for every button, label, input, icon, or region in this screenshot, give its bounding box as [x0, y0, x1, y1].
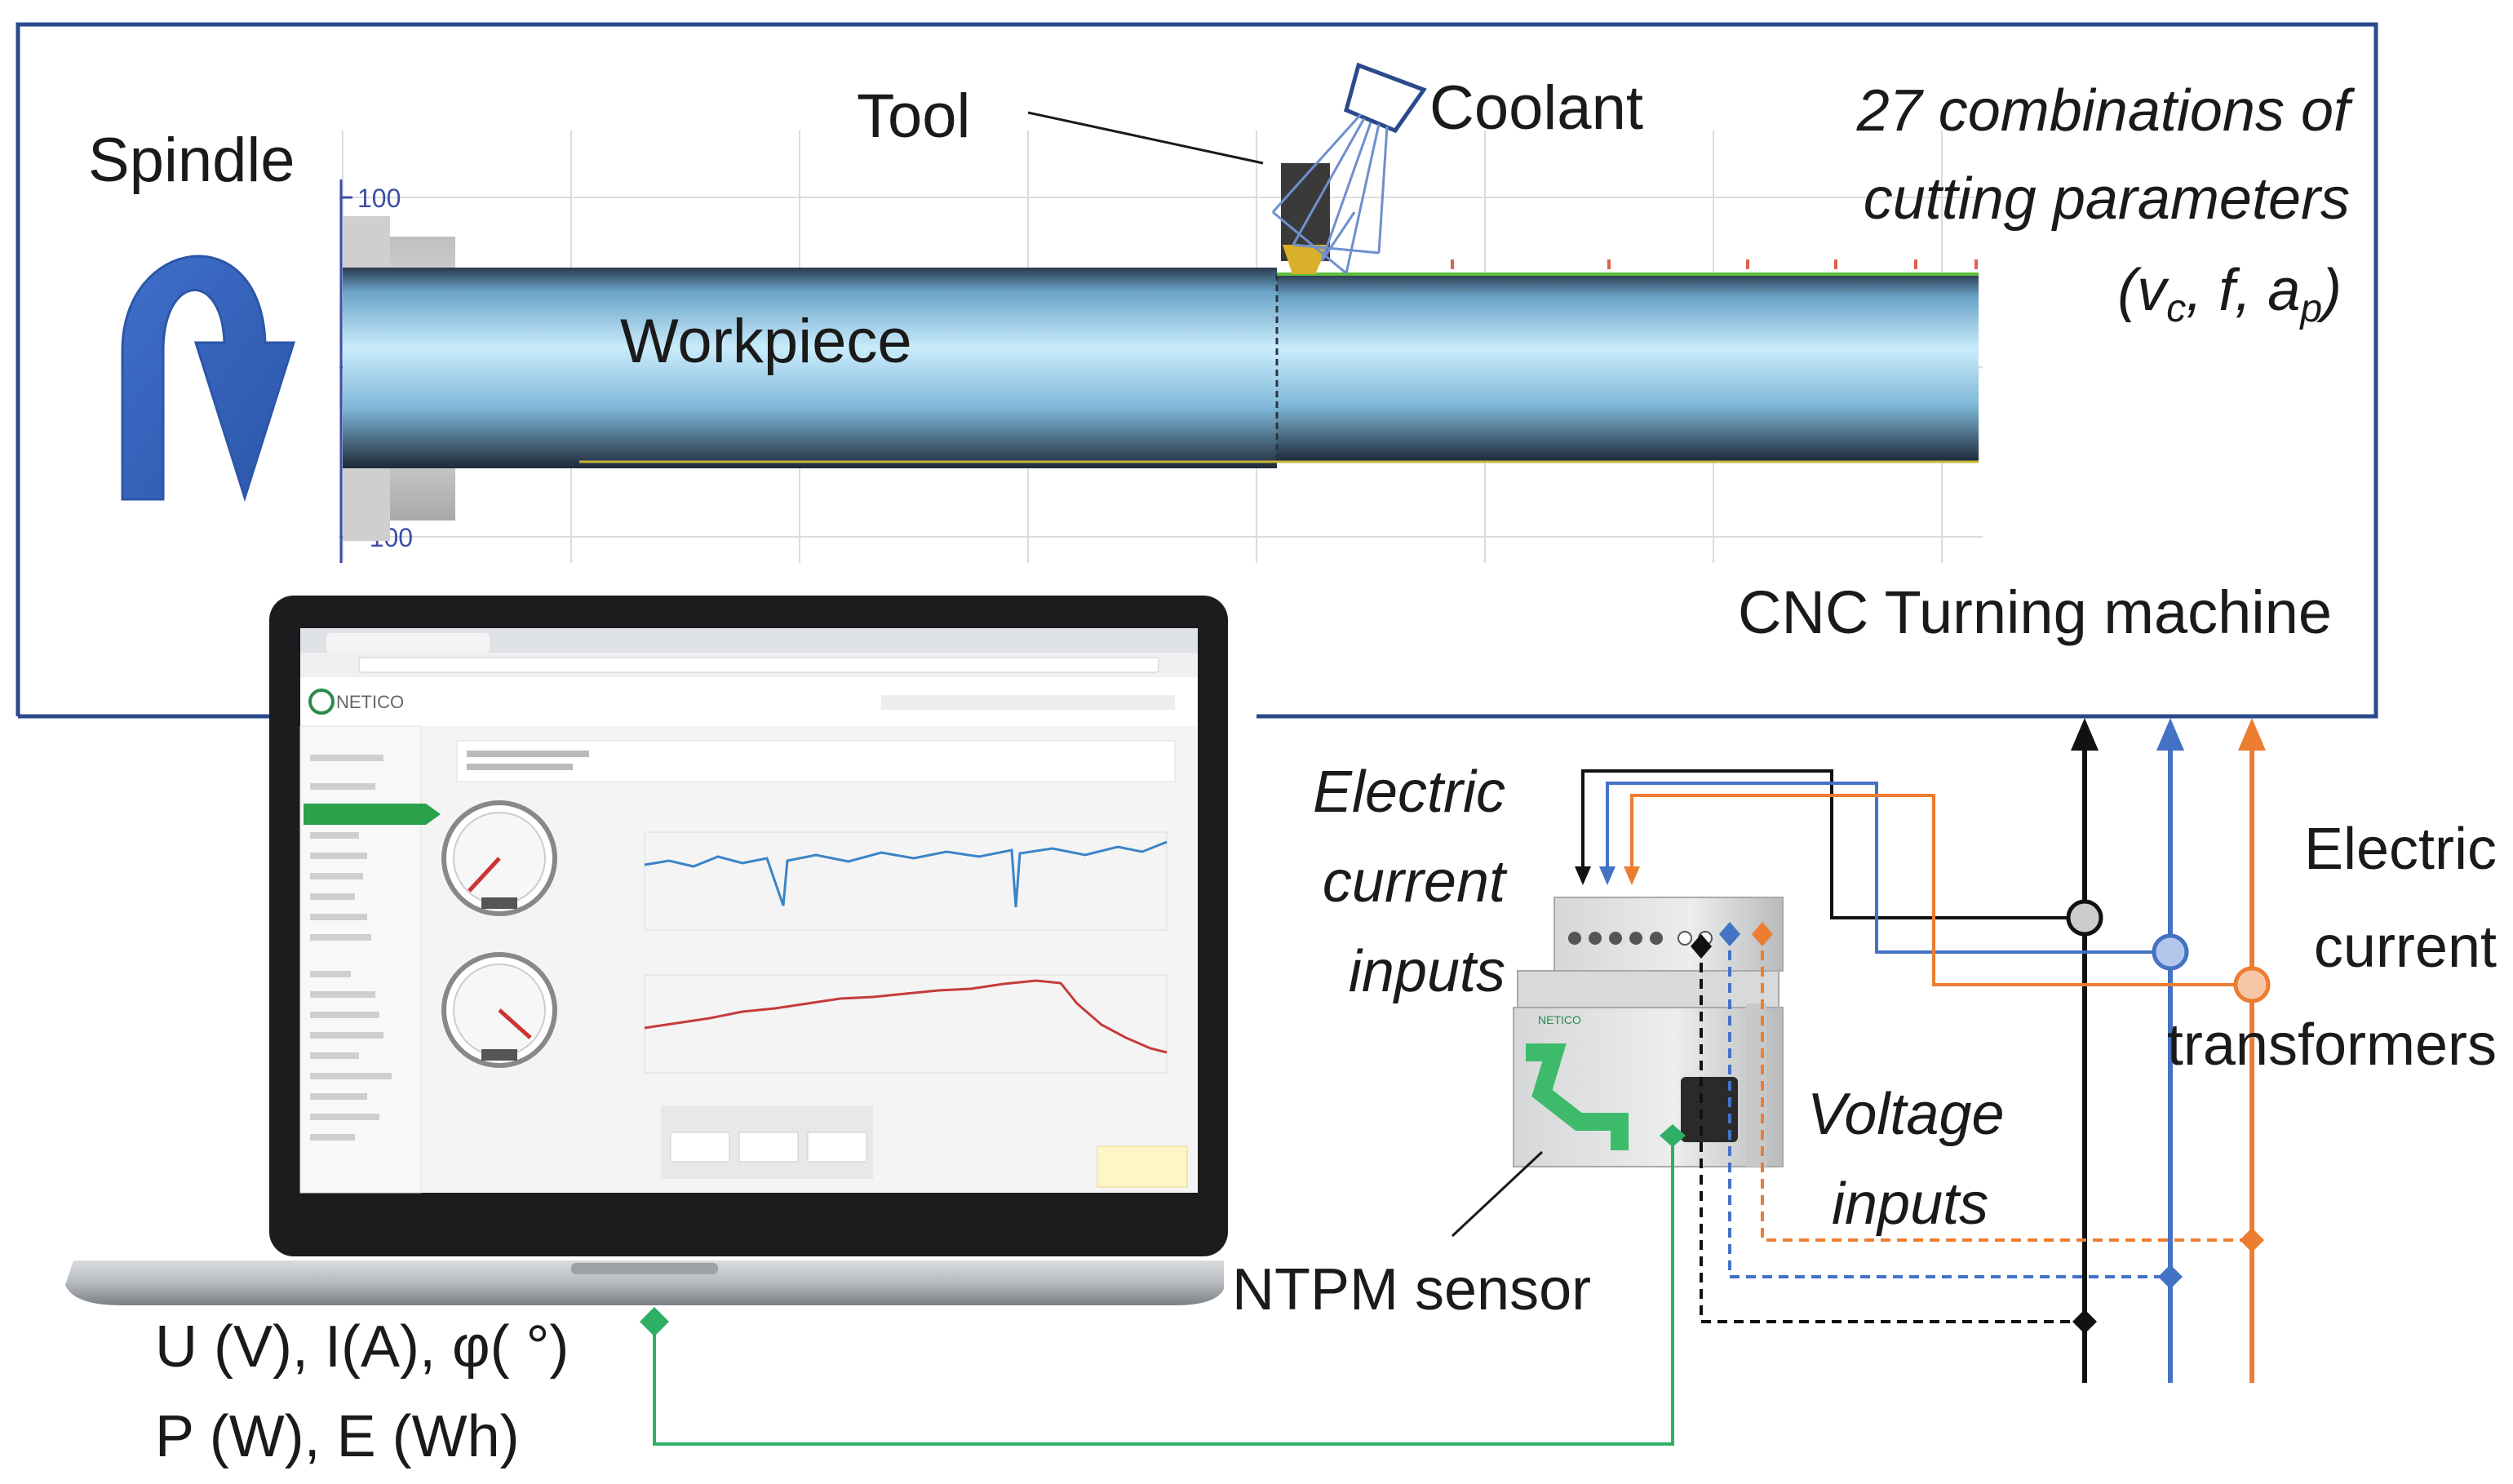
current-transformer-blue [2152, 933, 2189, 971]
spindle-rotation-arrow [121, 255, 296, 502]
laptop-chart-current [644, 831, 1168, 931]
laptop-app-logo: NETICO [336, 692, 404, 712]
voltage-tap-markers [1691, 922, 2264, 1334]
current-transformers-label: Electric current transformers [2167, 817, 2497, 1078]
sensor-brand: NETICO [1538, 1013, 1581, 1026]
spindle-label: Spindle [88, 126, 295, 195]
cnc-machine-label: CNC Turning machine [1738, 578, 2332, 646]
svg-text:inputs: inputs [1832, 1172, 1988, 1237]
svg-text:current: current [1323, 849, 1508, 915]
tool-leader-line [1027, 111, 1264, 165]
tick-label-top: 100 [357, 184, 401, 213]
sensor-leader-line [1451, 1150, 1544, 1238]
workpiece-cylinder [343, 259, 1979, 468]
current-transformer-black [2066, 899, 2103, 937]
voltage-inputs-label: Voltage inputs [1807, 1082, 2005, 1237]
current-transformer-orange [2233, 966, 2271, 1003]
gauge-current [441, 800, 557, 916]
gauge-power [441, 952, 557, 1068]
svg-text:P (W), E (Wh): P (W), E (Wh) [155, 1404, 520, 1469]
voltage-input-wires [1700, 934, 2252, 1323]
workpiece-label: Workpiece [620, 307, 912, 376]
cutting-parameters-text: 27 combinations of cutting parameters (v… [1856, 78, 2356, 330]
svg-text:Electric: Electric [1313, 760, 1505, 825]
ntpm-sensor: NETICO [1513, 897, 1784, 1167]
coolant-nozzle [1271, 62, 1427, 275]
combinations-line-3: (vc, f, ap) [2117, 258, 2342, 330]
cnc-machine-frame [16, 22, 2378, 719]
laptop: NETICO [65, 596, 1228, 1305]
measured-quantities-label: U (V), I(A), φ( °) P (W), E (Wh) [155, 1314, 569, 1469]
combinations-line-2: cutting parameters [1864, 166, 2350, 232]
combinations-line-1: 27 combinations of [1856, 78, 2356, 144]
svg-text:transformers: transformers [2167, 1012, 2497, 1078]
svg-text:inputs: inputs [1349, 939, 1505, 1004]
svg-text:Voltage: Voltage [1807, 1082, 2005, 1147]
electric-current-inputs-label: Electric current inputs [1313, 760, 1508, 1004]
svg-text:U (V), I(A), φ( °): U (V), I(A), φ( °) [155, 1314, 569, 1380]
phase-line-orange [2238, 718, 2266, 1383]
data-link-wire [640, 1124, 1686, 1446]
current-input-wires [1581, 769, 2236, 986]
svg-text:current: current [2314, 915, 2497, 980]
phase-line-black [2071, 718, 2099, 1383]
laptop-chart-power [644, 974, 1168, 1074]
ntpm-sensor-label: NTPM sensor [1232, 1257, 1591, 1322]
svg-text:Electric: Electric [2304, 817, 2497, 882]
coolant-label: Coolant [1429, 73, 1643, 143]
tool-label: Tool [857, 82, 970, 151]
cutting-tool [1281, 163, 1330, 274]
